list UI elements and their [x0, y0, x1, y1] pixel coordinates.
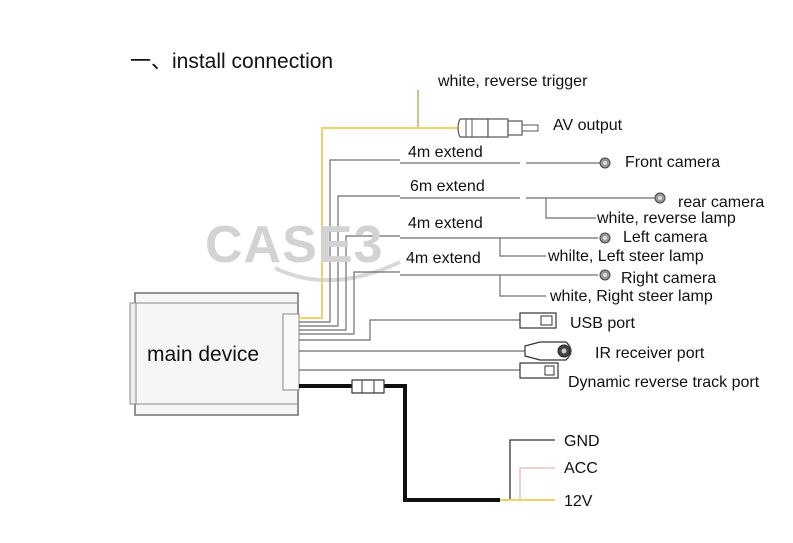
watermark: CASE3	[205, 216, 384, 274]
front-camera-label: Front camera	[625, 154, 721, 171]
left-extend-label: 4m extend	[408, 215, 483, 232]
gnd-wire	[500, 439, 555, 501]
main-device-label: main device	[147, 343, 260, 366]
av-output-connector	[457, 118, 539, 138]
power-wire	[299, 384, 500, 502]
acc-wire	[500, 467, 555, 501]
front-extend-label: 4m extend	[408, 144, 483, 161]
ir-port-label: IR receiver port	[595, 345, 705, 362]
right-extend-label: 4m extend	[406, 250, 481, 267]
acc-label: ACC	[564, 460, 598, 477]
av-output-label: AV output	[553, 117, 623, 134]
gnd-label: GND	[564, 433, 600, 450]
left-camera-icon	[599, 232, 611, 244]
usb-wire	[299, 319, 520, 341]
reverse-lamp-label: white, reverse lamp	[597, 210, 736, 227]
right-steer-label: white, Right steer lamp	[550, 288, 713, 305]
rear-extend-label: 6m extend	[410, 178, 485, 195]
left-camera-label: Left camera	[623, 229, 708, 246]
track-port-label: Dynamic reverse track port	[568, 374, 760, 391]
fuse-holder	[351, 379, 385, 394]
left-steer-label: whilte, Left steer lamp	[548, 248, 704, 265]
main-device	[129, 292, 300, 416]
track-port-connector	[519, 362, 559, 379]
ir-receiver-connector	[524, 341, 572, 361]
right-camera-icon	[599, 269, 611, 281]
front-camera-wire	[299, 159, 600, 323]
v12-label: 12V	[564, 493, 593, 510]
rear-camera-icon	[654, 192, 666, 204]
usb-port-label: USB port	[570, 315, 635, 332]
right-camera-label: Right camera	[621, 270, 717, 287]
reverse-trigger-wire	[299, 90, 419, 319]
right-camera-wire	[299, 271, 598, 335]
rear-camera-wire	[299, 195, 655, 327]
rear-camera-label: rear camera	[678, 194, 765, 211]
reverse-trigger-label: white, reverse trigger	[438, 73, 588, 90]
watermark-swoosh	[274, 260, 401, 283]
front-camera-icon	[599, 157, 611, 169]
left-camera-wire	[299, 235, 598, 331]
usb-port-connector	[519, 312, 557, 329]
page-title: 一、install connection	[130, 50, 334, 73]
